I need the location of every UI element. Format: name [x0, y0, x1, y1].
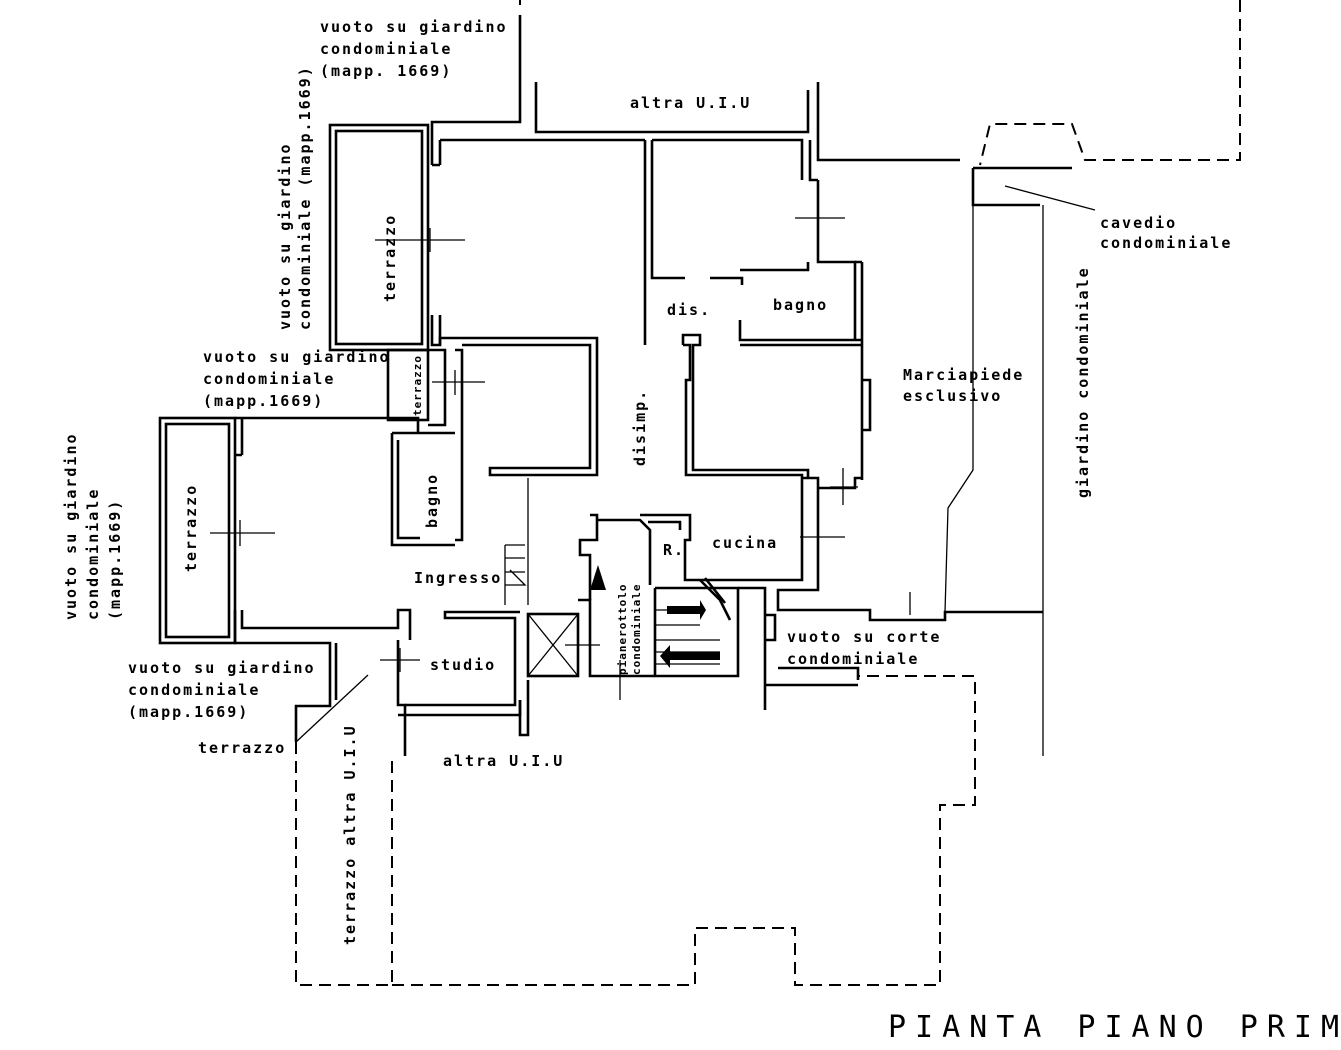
left-wing	[386, 348, 485, 547]
label-terrazzo-altra: terrazzo altra U.I.U	[341, 724, 359, 945]
label-vuoto-top-1: vuoto su giardino	[320, 18, 508, 36]
label-terrazzo-b: terrazzo	[182, 484, 200, 572]
label-pianerottolo-1: pianerottolo	[616, 584, 629, 675]
terrazzo-top	[328, 123, 465, 352]
label-vuoto-left-2: condominiale	[84, 488, 102, 620]
plan-title: PIANTA PIANO PRIMO	[888, 1010, 1341, 1045]
label-vuoto-top-2: condominiale	[320, 40, 452, 58]
label-terrazzo-c: terrazzo	[198, 739, 286, 757]
label-disimp: disimp.	[631, 389, 649, 466]
label-vuoto-mid-3: (mapp.1669)	[203, 392, 324, 410]
label-vuoto-bl-2: condominiale	[128, 681, 260, 699]
label-dis: dis.	[667, 301, 711, 319]
label-bagno-b: bagno	[423, 473, 441, 528]
altra-uiu-outline	[295, 675, 976, 986]
context-lines	[430, 0, 1241, 756]
label-altra-uiu-bottom: altra U.I.U	[443, 752, 564, 770]
label-marciapiede-2: esclusivo	[903, 387, 1002, 405]
label-terrazzo-small: terrazzo	[411, 355, 424, 416]
label-vuoto-rot-2: condominiale (mapp.1669)	[296, 65, 314, 330]
label-vuoto-mid-1: vuoto su giardino	[203, 348, 391, 366]
studio-area	[294, 610, 530, 756]
label-cucina: cucina	[712, 534, 778, 552]
label-studio: studio	[430, 656, 496, 674]
label-vuoto-bl-3: (mapp.1669)	[128, 703, 249, 721]
label-giardino-cond: giardino condominiale	[1074, 266, 1092, 498]
core	[504, 478, 1043, 710]
labels: vuoto su giardino condominiale (mapp. 16…	[62, 18, 1341, 1045]
label-pianerottolo-2: condominiale	[630, 584, 643, 675]
label-altra-uiu-top: altra U.I.U	[630, 94, 751, 112]
label-terrazzo-a: terrazzo	[381, 214, 399, 302]
label-vuoto-left-1: vuoto su giardino	[62, 432, 80, 620]
label-vuoto-top-3: (mapp. 1669)	[320, 62, 452, 80]
living-area	[158, 416, 420, 700]
label-vuoto-left-3: (mapp.1669)	[106, 499, 124, 620]
label-vuoto-corte-1: vuoto su corte	[787, 628, 941, 646]
label-vuoto-corte-2: condominiale	[787, 650, 919, 668]
label-ingresso: Ingresso	[414, 569, 502, 587]
label-cavedio-1: cavedio	[1100, 214, 1177, 232]
label-vuoto-mid-2: condominiale	[203, 370, 335, 388]
label-vuoto-bl-1: vuoto su giardino	[128, 659, 316, 677]
label-marciapiede-1: Marciapiede	[903, 366, 1024, 384]
apartment-walls	[430, 138, 872, 520]
label-bagno-a: bagno	[773, 296, 828, 314]
label-vuoto-rot-1: vuoto su giardino	[276, 142, 294, 330]
label-cavedio-2: condominiale	[1100, 234, 1232, 252]
label-r: R.	[663, 541, 685, 559]
